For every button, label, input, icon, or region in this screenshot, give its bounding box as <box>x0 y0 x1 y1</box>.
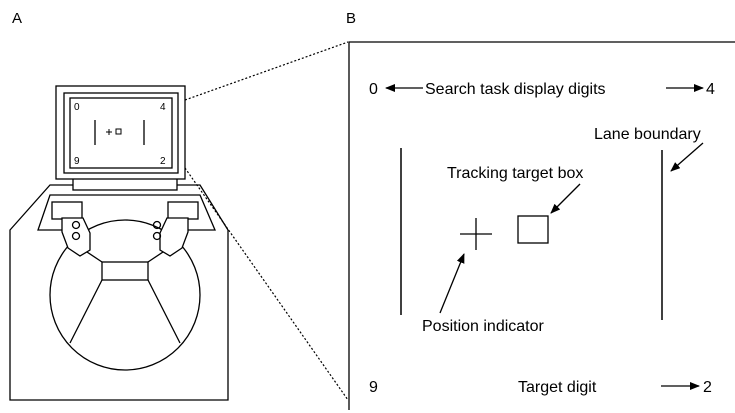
wheel-hub <box>101 261 149 281</box>
bracket-left-bolt-top <box>71 220 81 230</box>
zoom-line-top <box>184 41 349 101</box>
panel-b-letter: B <box>346 10 356 27</box>
display-digit-top-left: 0 <box>369 81 378 98</box>
monitor-digit-top-right: 4 <box>160 102 166 113</box>
position-indicator-cross <box>460 218 492 250</box>
display-digit-bottom-left: 9 <box>369 379 378 396</box>
screen-target-box <box>115 128 122 135</box>
display-frame <box>348 41 735 410</box>
arrow-lane-boundary <box>670 142 704 172</box>
bracket-left-bolt-bottom <box>71 231 81 241</box>
driving-simulator-illustration <box>9 85 229 401</box>
target-digit-label: Target digit <box>518 379 597 396</box>
arrow-position-indicator <box>439 253 465 314</box>
monitor-stand <box>72 177 178 191</box>
search-task-label: Search task display digits <box>425 81 606 98</box>
display-digit-top-right: 4 <box>706 81 715 98</box>
monitor-digit-bottom-right: 2 <box>160 156 166 167</box>
dashboard-slot-right <box>167 201 199 220</box>
display-digit-bottom-right: 2 <box>703 379 712 396</box>
lane-boundary-label: Lane boundary <box>594 126 701 143</box>
enlarged-display: 0 4 9 2 Search task display digits Lane … <box>348 41 735 410</box>
position-indicator-label: Position indicator <box>422 318 545 335</box>
wheel-spoke-lower-right <box>147 279 181 344</box>
zoom-line-bottom <box>184 167 349 401</box>
tracking-target-box <box>517 215 549 244</box>
bracket-right-bolt-bottom <box>152 231 162 241</box>
bracket-right <box>159 217 189 257</box>
tracking-target-label: Tracking target box <box>447 165 583 182</box>
wheel-spoke-lower-left <box>69 279 103 344</box>
bracket-left <box>61 217 91 257</box>
arrow-tracking-target <box>550 183 581 214</box>
panel-a-letter: A <box>12 10 22 27</box>
dashboard-slot-left <box>51 201 83 220</box>
monitor-digit-top-left: 0 <box>74 102 80 113</box>
steering-wheel-rim <box>49 219 201 371</box>
monitor-digit-bottom-left: 9 <box>74 156 80 167</box>
bracket-right-bolt-top <box>152 220 162 230</box>
